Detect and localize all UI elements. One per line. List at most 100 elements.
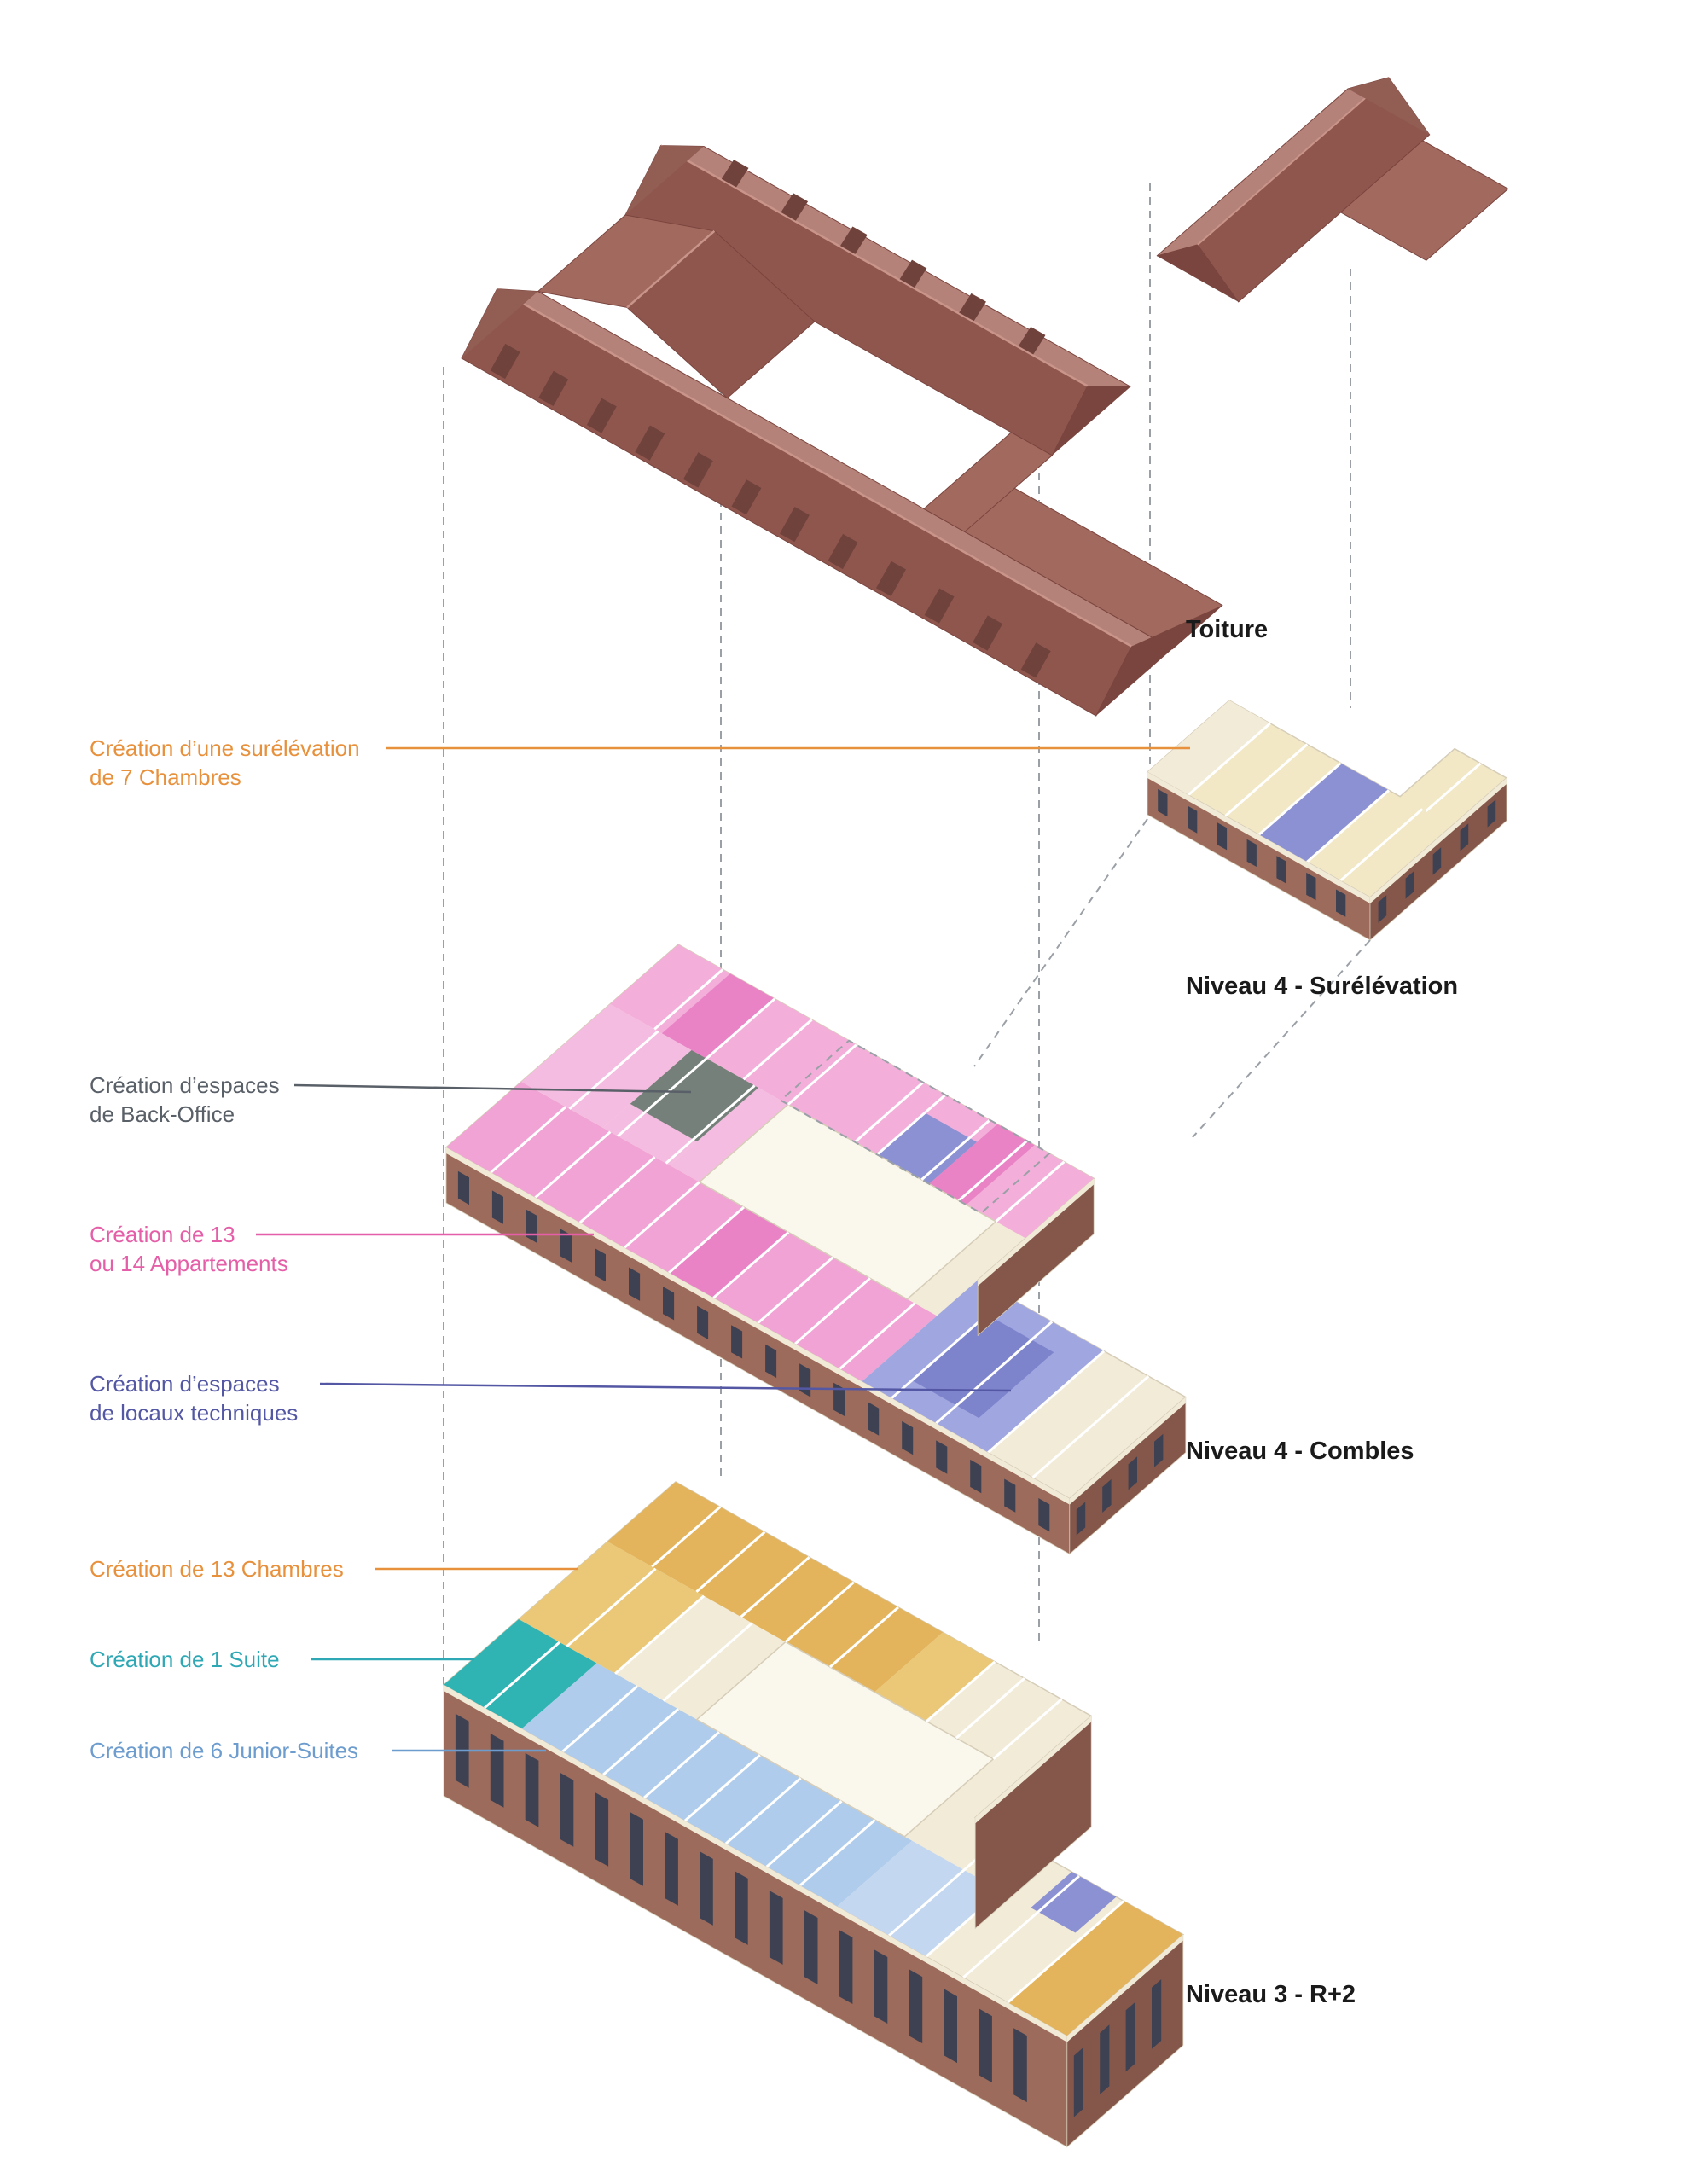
label-toiture: Toiture [1186, 614, 1268, 645]
shape [974, 1715, 1092, 1930]
shape [923, 432, 1054, 533]
shape [1018, 327, 1046, 355]
shape [651, 1506, 722, 1568]
shape [839, 1302, 916, 1370]
shape [957, 1140, 1028, 1202]
shape [1157, 244, 1239, 302]
shape [833, 1382, 845, 1417]
roof-level [461, 144, 1223, 717]
shape [742, 1019, 813, 1081]
shape [1031, 1374, 1150, 1479]
shape [602, 1103, 697, 1165]
shape [876, 561, 906, 596]
label-line: Création d’espaces [90, 1072, 280, 1098]
leader-locaux [319, 1382, 1012, 1392]
shape [665, 1084, 756, 1165]
shape [662, 1622, 753, 1702]
shape [1187, 722, 1271, 797]
shape [695, 1531, 766, 1593]
shape [538, 370, 569, 406]
projection-line [1192, 939, 1371, 1138]
shape [874, 1949, 888, 2024]
shape [561, 1685, 639, 1753]
shape [1008, 1901, 1183, 2036]
combles-level [444, 944, 1188, 1555]
label-line: de locaux techniques [90, 1400, 299, 1426]
shape [700, 1851, 713, 1926]
shape [1158, 788, 1168, 817]
shape [876, 1094, 947, 1156]
shape [665, 1832, 678, 1906]
shape [712, 1231, 790, 1299]
shape [1306, 789, 1390, 863]
shape [757, 1256, 834, 1324]
shape [1224, 743, 1309, 817]
shape [781, 193, 809, 221]
shape [614, 1594, 706, 1675]
shape [663, 1287, 675, 1321]
shape [457, 1170, 469, 1205]
ridge-line [1197, 77, 1390, 246]
shape [1460, 823, 1469, 851]
shape [1188, 805, 1198, 834]
shape [995, 1160, 1066, 1223]
shape [839, 1930, 853, 2004]
small-roof [1156, 77, 1509, 303]
shape [1348, 77, 1430, 135]
shape [959, 293, 986, 322]
shape [697, 1305, 709, 1339]
label-line: ou 14 Appartements [90, 1251, 288, 1276]
shape [929, 1124, 1035, 1205]
shape [560, 1772, 574, 1847]
projection-line [973, 818, 1148, 1067]
shape [706, 997, 776, 1060]
shape [491, 1190, 503, 1224]
shape [740, 1556, 810, 1618]
shape [978, 1178, 1095, 1287]
shape [669, 1207, 789, 1298]
shape [787, 1043, 857, 1106]
projection-dashes [779, 818, 1371, 1215]
shape [578, 1156, 656, 1224]
shape [683, 1754, 761, 1822]
shape [955, 1677, 1025, 1740]
shape [1013, 2028, 1027, 2103]
shape [1069, 1396, 1187, 1555]
shape [780, 507, 810, 543]
shape [595, 1248, 606, 1282]
shape [924, 588, 955, 624]
shape [1258, 763, 1389, 863]
shape [735, 1871, 748, 1945]
label-niveau4-combles: Niveau 4 - Combles [1186, 1436, 1414, 1467]
label-creation-appartements: Création de 13 ou 14 Appartements [90, 1220, 288, 1278]
shape [799, 1819, 876, 1887]
shape [617, 1057, 708, 1137]
shape [1125, 2001, 1135, 2072]
shape [868, 1402, 880, 1436]
shape [444, 1619, 597, 1729]
label-creation-locaux-techniques: Création d’espaces de locaux techniques [90, 1369, 298, 1427]
shape [566, 1567, 657, 1647]
shape [992, 1698, 1063, 1760]
shape [625, 145, 704, 215]
shape [490, 1106, 567, 1174]
shape [653, 968, 724, 1031]
shape [944, 1989, 957, 2064]
ridge-line [659, 144, 1089, 387]
shape [483, 1641, 560, 1710]
shape [1076, 1502, 1086, 1536]
label-creation-junior-suites: Création de 6 Junior-Suites [90, 1736, 358, 1765]
shape [521, 1663, 913, 1907]
shape [1128, 1456, 1137, 1490]
shape [635, 425, 665, 461]
level-name: Niveau 4 - Surélévation [1186, 973, 1459, 1000]
shape [670, 1088, 788, 1182]
shape [840, 226, 868, 254]
shape [828, 533, 858, 570]
shape [630, 1049, 758, 1141]
level-name: Niveau 4 - Combles [1186, 1438, 1414, 1465]
shape [765, 1344, 777, 1378]
shape [975, 1716, 1092, 1824]
